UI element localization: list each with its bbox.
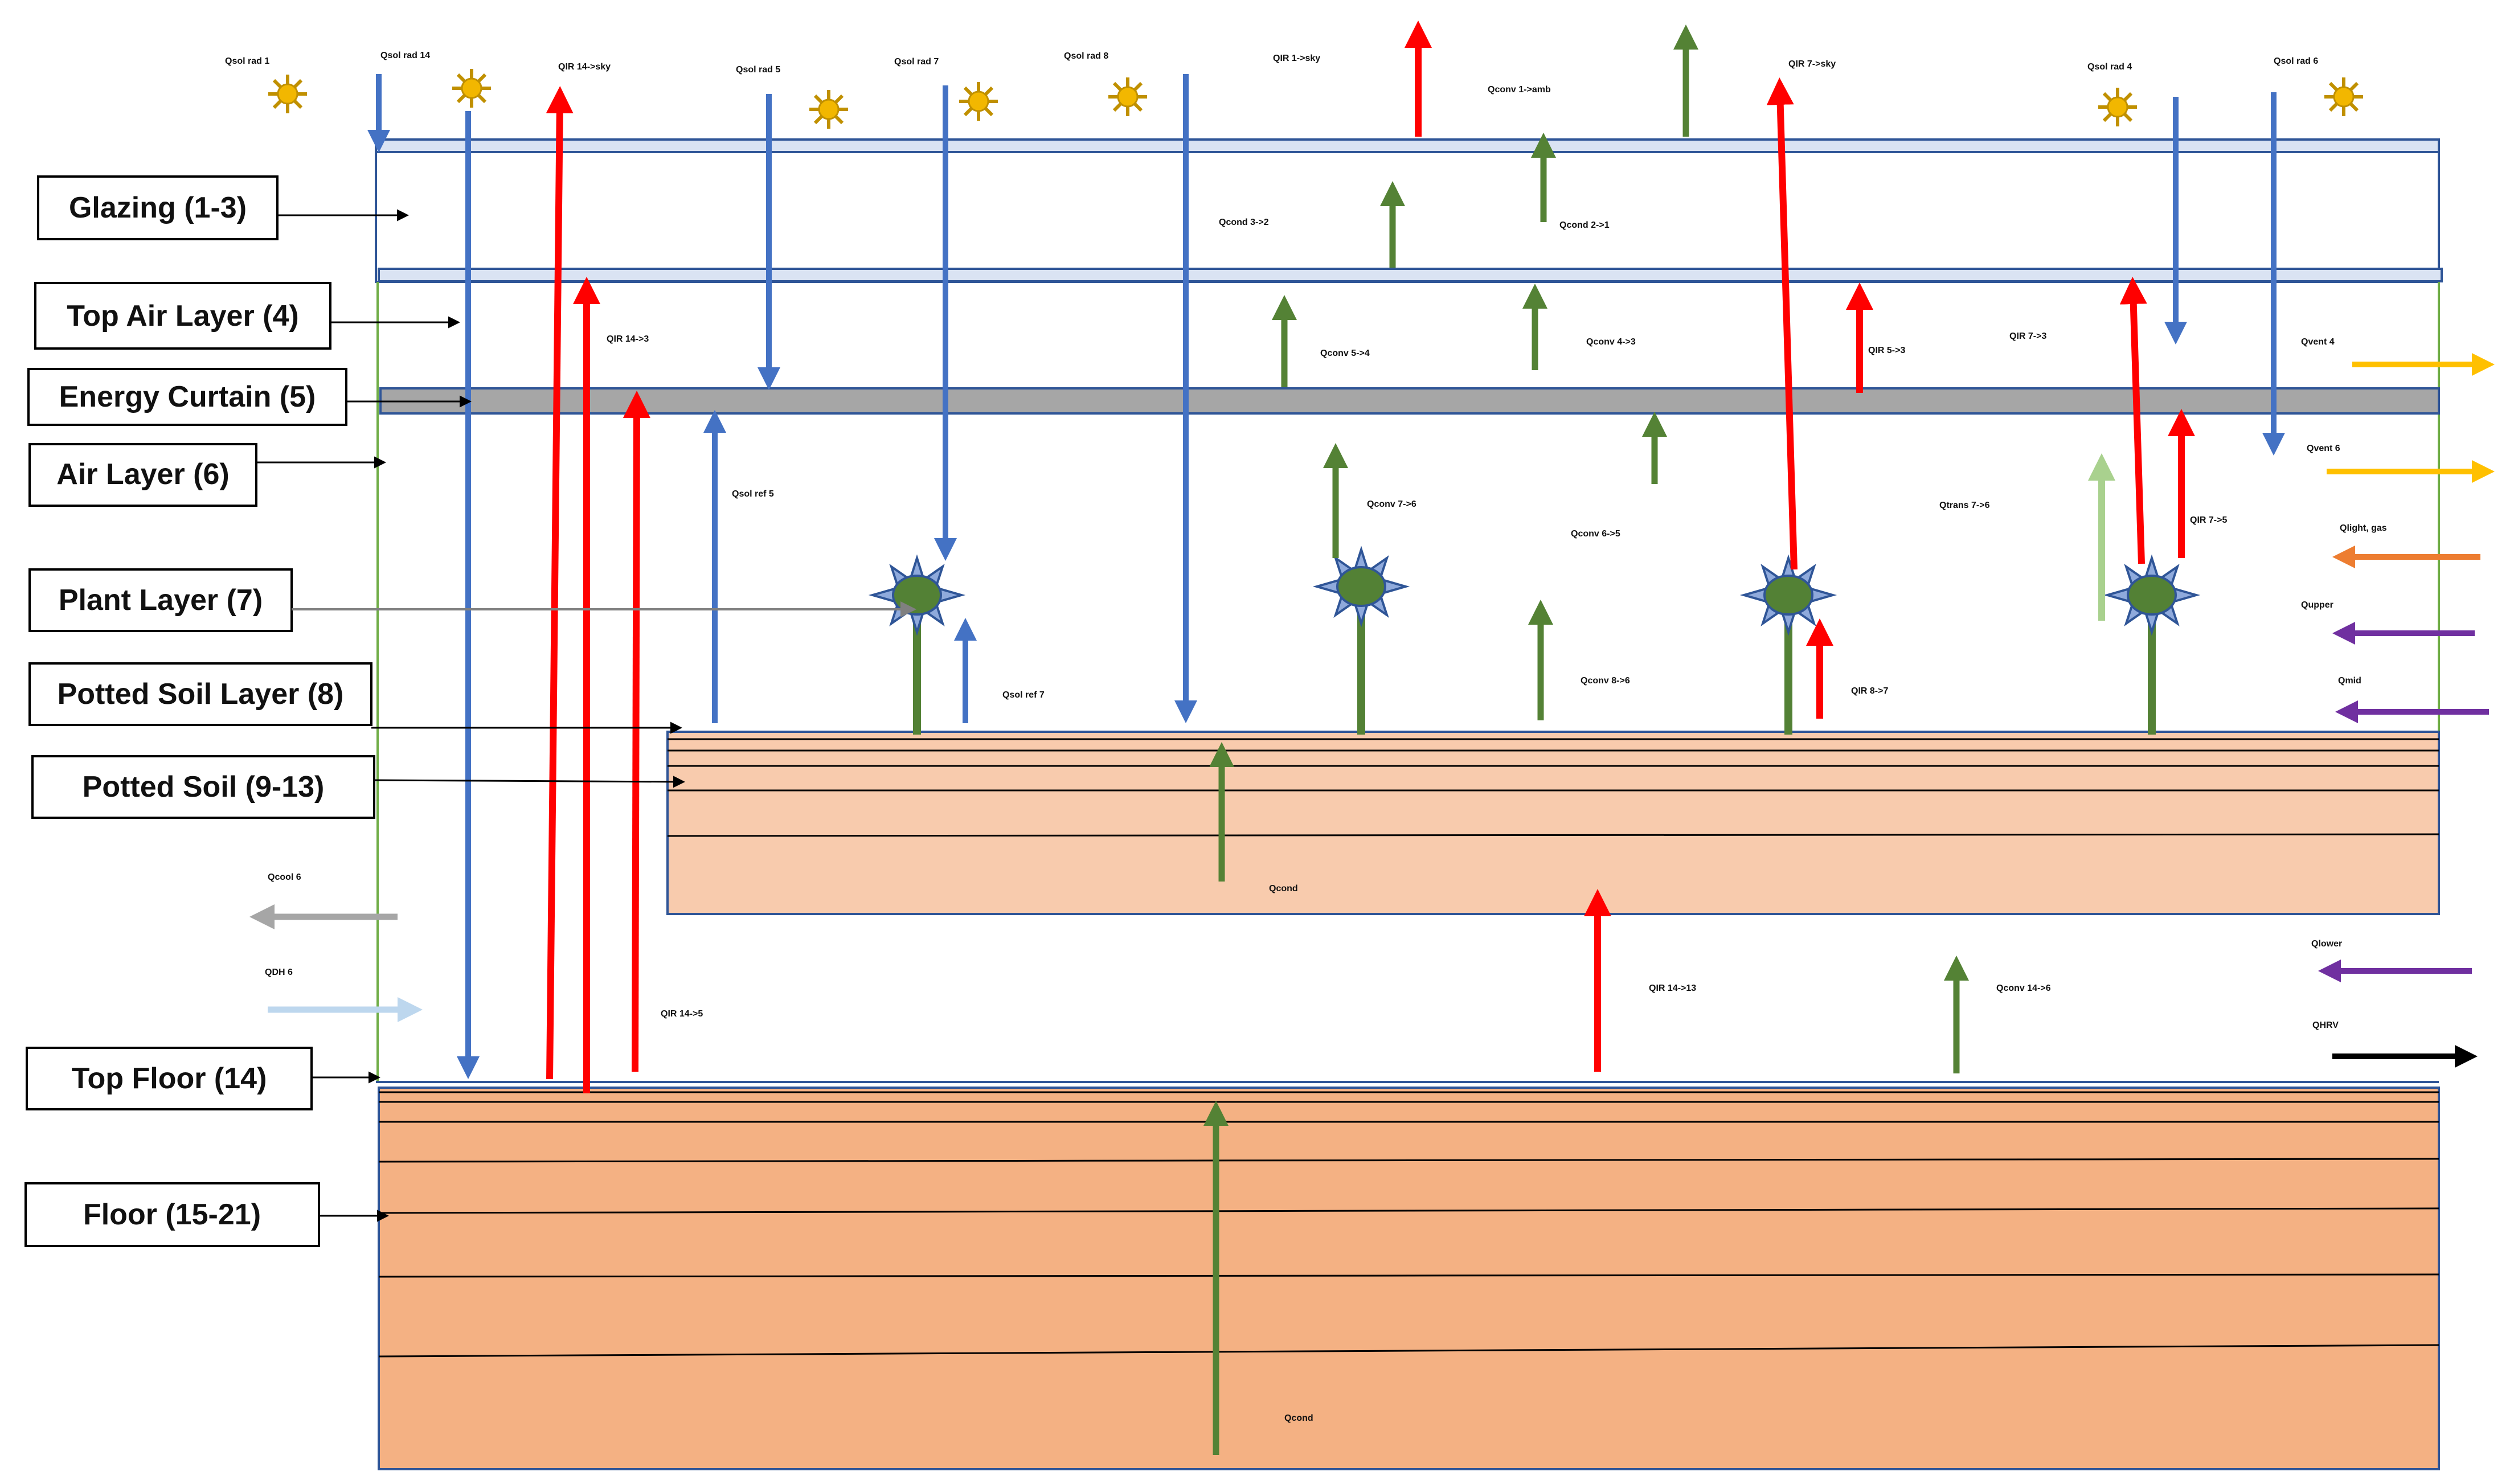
layer-label-box	[34, 282, 331, 350]
flux-label: Qconv 8->6	[1581, 676, 1630, 686]
flux-label: Qtrans 7->6	[1939, 501, 1990, 510]
sun-icons	[268, 69, 2363, 129]
glazing-outer-pane	[375, 138, 2440, 153]
flux-label: QIR 7->3	[2009, 331, 2046, 341]
flux-label: Qcond 3->2	[1219, 218, 1269, 227]
glazing-inner-pane	[378, 268, 2443, 282]
flux-label: Qconv 7->6	[1367, 499, 1416, 509]
flux-label: Qlight, gas	[2340, 523, 2387, 533]
flux-label: QIR 14->3	[607, 334, 649, 344]
flux-label: QIR 1->sky	[1273, 54, 1320, 63]
floor-line	[378, 1207, 2439, 1214]
floor-line	[378, 1158, 2439, 1163]
plant-icons	[868, 546, 2201, 735]
flux-label: Qcond	[1269, 884, 1298, 893]
flux-label: Qcond 2->1	[1559, 220, 1610, 230]
layer-label-potted-soil: Potted Soil (9-13)	[83, 770, 325, 804]
layer-pointer	[374, 776, 685, 788]
flux-label: QIR 14->5	[661, 1009, 703, 1019]
layer-label-plant: Plant Layer (7)	[59, 584, 263, 617]
flux-label: QIR 14->sky	[558, 62, 611, 72]
layer-label-box	[26, 1047, 313, 1110]
plant-icon	[1739, 554, 1837, 735]
flux-label: Qcond	[1284, 1413, 1313, 1423]
flux-label: Qvent 6	[2307, 444, 2340, 453]
layer-label-box	[28, 443, 257, 507]
layer-label-top-air: Top Air Layer (4)	[67, 300, 298, 333]
layer-label-potted-soil-layer: Potted Soil Layer (8)	[58, 678, 344, 711]
flux-label: QHRV	[2312, 1020, 2339, 1030]
flux-label: Qsol rad 4	[2087, 62, 2132, 72]
flux-label: Qcool 6	[268, 872, 301, 882]
flux-label: QDH 6	[265, 968, 293, 977]
flux-label: Qsol ref 5	[732, 489, 774, 499]
floor-line	[378, 1273, 2439, 1278]
energy-curtain-layer	[379, 387, 2440, 415]
flux-label: Qsol rad 5	[736, 65, 780, 75]
sun-icon	[2324, 77, 2363, 116]
plant-icon	[1312, 546, 1410, 735]
flux-label: Qsol rad 1	[225, 56, 269, 66]
flux-label: Qconv 4->3	[1586, 337, 1636, 347]
flux-label: QIR 8->7	[1851, 686, 1888, 696]
ir-radiation-arrow	[623, 391, 650, 1072]
sun-icon	[452, 69, 491, 108]
layer-label-box	[24, 1182, 320, 1247]
layer-label-box	[27, 368, 347, 426]
flux-label: Qconv 1->amb	[1488, 85, 1551, 95]
ir-radiation-arrow	[546, 86, 574, 1080]
sun-icon	[2098, 88, 2137, 126]
layer-label-box	[28, 662, 372, 726]
flux-label: Qlower	[2311, 939, 2342, 949]
glazing-layer	[375, 138, 2440, 283]
plant-icon	[2103, 554, 2201, 735]
floor-line	[378, 1344, 2439, 1358]
flux-label: Qsol rad 14	[380, 51, 430, 60]
flux-label: Qsol ref 7	[1002, 690, 1045, 700]
flux-arrows	[249, 21, 2495, 1455]
layer-label-glazing: Glazing (1-3)	[69, 191, 247, 224]
sun-icon	[809, 90, 848, 129]
ir-radiation-arrow	[1766, 77, 1798, 570]
flux-label: QIR 14->13	[1649, 983, 1696, 993]
layer-label-top-floor: Top Floor (14)	[72, 1062, 267, 1095]
flux-label: Qconv 6->5	[1571, 529, 1620, 539]
potted-soil-layer	[666, 731, 2440, 915]
sun-icon	[1108, 77, 1147, 116]
layer-label-box	[28, 568, 293, 632]
flux-labels: Qsol rad 1 Qsol rad 14 QIR 14->sky Qsol …	[225, 51, 2387, 1423]
flux-label: QIR 7->sky	[1788, 59, 1836, 69]
flux-label: Qupper	[2301, 600, 2333, 610]
flux-label: QIR 5->3	[1868, 346, 1905, 355]
sun-icon	[959, 82, 998, 121]
flux-label: Qvent 4	[2301, 337, 2335, 347]
flux-label: Qconv 14->6	[1996, 983, 2051, 993]
layer-label-box	[31, 755, 375, 819]
layer-label-box	[37, 175, 279, 240]
potted-soil-line	[667, 833, 2439, 837]
layer-label-floor: Floor (15-21)	[83, 1198, 261, 1231]
sun-icon	[268, 75, 307, 113]
flux-label: Qconv 5->4	[1320, 349, 1370, 358]
flux-label: Qmid	[2338, 676, 2361, 686]
ir-radiation-arrow	[2119, 277, 2147, 564]
plant-icon	[868, 554, 966, 735]
flux-label: Qsol rad 6	[2274, 56, 2318, 66]
flux-label: Qsol rad 7	[894, 57, 939, 67]
layer-labels: Glazing (1-3) Top Air Layer (4) Energy C…	[24, 175, 916, 1247]
flux-label: QIR 7->5	[2190, 515, 2227, 525]
layer-label-energy-curtain: Energy Curtain (5)	[59, 380, 316, 413]
flux-label: Qsol rad 8	[1064, 51, 1108, 61]
greenhouse-structure	[375, 138, 2443, 1470]
floor-layer	[378, 1087, 2440, 1470]
layer-label-air: Air Layer (6)	[56, 458, 229, 491]
